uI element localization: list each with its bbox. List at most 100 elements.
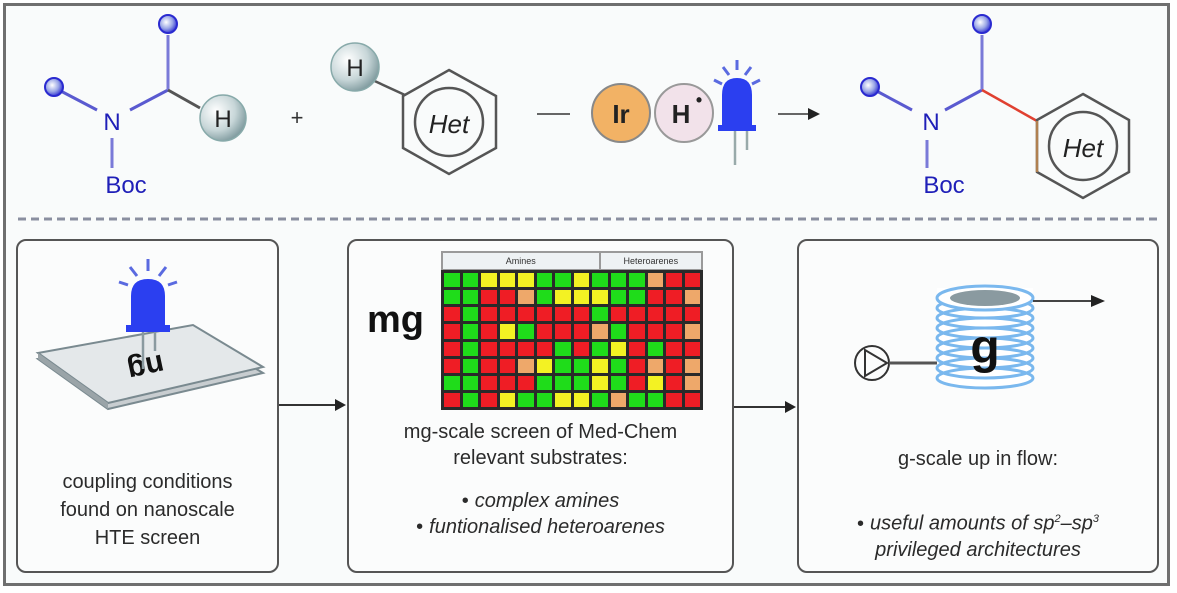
heatmap-cell — [573, 290, 589, 305]
heatmap-cell — [610, 341, 626, 356]
heatmap-cell — [555, 273, 571, 288]
heatmap-cell — [499, 273, 515, 288]
flow-reactor-illustration: g — [854, 284, 1105, 390]
hydrogen-label: H — [214, 106, 231, 133]
heatmap-cell — [666, 392, 682, 407]
heatmap-cell — [629, 290, 645, 305]
bullet-item: •complex amines — [461, 490, 620, 512]
gram-label: g — [970, 321, 999, 374]
plus-sign: + — [291, 105, 304, 130]
heatmap-cell — [444, 307, 460, 322]
boc-label: Boc — [105, 172, 146, 199]
heatmap-cell — [444, 358, 460, 373]
heatmap-cell — [536, 358, 552, 373]
heatmap-cell — [573, 392, 589, 407]
heatmap-cell — [481, 307, 497, 322]
heatmap-cell — [481, 341, 497, 356]
heatmap-cell — [444, 375, 460, 390]
heatmap-cell — [536, 341, 552, 356]
heatmap-cell — [481, 392, 497, 407]
heatmap-cell — [518, 341, 534, 356]
heatmap-cell — [573, 324, 589, 339]
hat-label: H — [672, 99, 691, 129]
heatmap-cell — [610, 273, 626, 288]
caption-line: relevant substrates: — [453, 447, 628, 469]
heatmap-cell — [647, 358, 663, 373]
heatmap-cell — [499, 341, 515, 356]
flow-arrow-1 — [279, 399, 346, 411]
hte-plate-illustration: ng — [35, 259, 266, 411]
caption-line: HTE screen — [94, 527, 201, 549]
heatmap-cell — [684, 341, 700, 356]
heatmap-cell — [499, 324, 515, 339]
heatmap-cell — [647, 375, 663, 390]
heatmap-cell — [666, 358, 682, 373]
panel-flow: g g-scale up in flow: •useful amounts of… — [797, 239, 1159, 573]
heatmap-cell — [536, 307, 552, 322]
heatmap-cell — [555, 392, 571, 407]
heatmap-cell — [481, 324, 497, 339]
heatmap-cell — [499, 358, 515, 373]
heatmap-cell — [555, 324, 571, 339]
heatmap-cell — [684, 307, 700, 322]
mg-caption: mg-scale screen of Med-Chem relevant sub… — [349, 419, 732, 471]
heatmap-cell — [647, 324, 663, 339]
heatmap-cell — [518, 324, 534, 339]
heatmap-cell — [592, 273, 608, 288]
heatmap-cell — [647, 341, 663, 356]
heatmap-cell — [629, 324, 645, 339]
heatmap-cell — [684, 273, 700, 288]
heatmap-cell — [536, 392, 552, 407]
heatmap-cell — [462, 341, 478, 356]
substituent-ball-icon — [158, 14, 178, 34]
heatmap-cell — [555, 307, 571, 322]
product: N Boc Het — [860, 14, 1131, 200]
heatmap-cell — [592, 392, 608, 407]
heatmap-cell — [629, 341, 645, 356]
header-amines: Amines — [443, 253, 599, 269]
heatmap-cell — [666, 341, 682, 356]
new-bond — [981, 88, 1038, 123]
panel-mg-screen: mg Amines Heteroarenes mg-scale screen o… — [347, 239, 734, 573]
heatmap-cell — [647, 290, 663, 305]
caption-line: coupling conditions — [62, 471, 233, 493]
heatmap-cell — [555, 290, 571, 305]
heatmap-cell — [536, 273, 552, 288]
heatmap-cell — [536, 290, 552, 305]
heatmap-cell — [481, 358, 497, 373]
het-label: Het — [429, 109, 471, 139]
nanogram-label: ng — [125, 348, 168, 388]
heatmap-cell — [555, 358, 571, 373]
heatmap-cell — [444, 341, 460, 356]
heatmap-cell — [666, 307, 682, 322]
heatmap-cell — [462, 392, 478, 407]
substituent-ball-icon — [860, 77, 880, 97]
heatmap-cell — [444, 273, 460, 288]
heatmap-cell — [610, 358, 626, 373]
heatmap-cell — [629, 358, 645, 373]
heatmap-cell — [481, 290, 497, 305]
heatmap-cell — [610, 392, 626, 407]
blue-led-icon — [713, 60, 761, 165]
heatmap-cell — [592, 341, 608, 356]
heatmap-cell — [684, 392, 700, 407]
catalyst-system: Ir H • — [537, 60, 820, 165]
nanoscale-caption: coupling conditions found on nanoscale H… — [18, 468, 277, 552]
atom-n: N — [103, 109, 120, 136]
heatmap-cell — [573, 341, 589, 356]
heatmap-cell — [518, 358, 534, 373]
radical-dot: • — [696, 90, 702, 110]
heatmap-cell — [592, 324, 608, 339]
heatmap-cell — [647, 307, 663, 322]
heatmap-cell — [444, 324, 460, 339]
heatmap-cell — [481, 273, 497, 288]
hat-catalyst-icon — [654, 83, 714, 143]
heatmap-cell — [481, 375, 497, 390]
hydrogen-ball-icon — [199, 94, 247, 142]
panel-nanoscale: ng coupling conditions found on nanoscal… — [16, 239, 279, 573]
heatmap-header: Amines Heteroarenes — [441, 251, 703, 271]
heatmap-cell — [629, 273, 645, 288]
heatmap-cell — [499, 392, 515, 407]
heatmap-cell — [462, 290, 478, 305]
mg-label: mg — [367, 299, 424, 341]
